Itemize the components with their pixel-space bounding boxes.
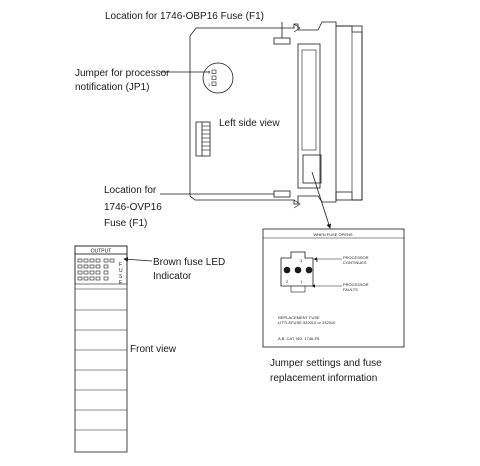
- ovp16-label-line2: 1746-OVP16: [104, 202, 162, 213]
- fuse-f1-top: [273, 37, 291, 45]
- fuse-obp16-label: Location for 1746-OBP16 Fuse (F1): [105, 11, 264, 22]
- pin-3-label: 3: [300, 258, 303, 263]
- led-indicator-grid: [77, 258, 115, 281]
- left-side-view-label: Left side view: [219, 118, 280, 129]
- faults-line1: PROCESSOR: [343, 282, 369, 287]
- ovp16-label-line3: Fuse (F1): [104, 218, 147, 229]
- top-latch-icon: [293, 23, 301, 33]
- pin-1-label: 1: [300, 279, 303, 284]
- jp1-pin-1: 1: [208, 82, 211, 87]
- ovp16-label-line1: Location for: [104, 185, 157, 196]
- fuse-letter-s: S: [119, 274, 123, 280]
- label-window: [302, 154, 322, 184]
- front-view-label: Front view: [130, 344, 177, 355]
- jumper-info-panel: WHEN FUSE OPENS 3 2 2 1 PROCESSOR CONTIN…: [262, 228, 405, 348]
- led-label-line1: Brown fuse LED: [153, 257, 225, 268]
- faults-line2: FAULTS: [343, 287, 358, 292]
- fuse-letter-e: E: [119, 280, 123, 286]
- left-side-view-module: 3 1: [189, 21, 363, 209]
- fuse-letter-u: U: [119, 268, 123, 274]
- jumper-settings-line2: replacement information: [270, 373, 377, 384]
- led-leader: [123, 256, 153, 262]
- led-label-line2: Indicator: [153, 271, 192, 282]
- front-view-module: OUTPUT F U S E: [74, 245, 128, 453]
- replacement-line2: LITTLEFUSE 322010 or 332010: [278, 320, 336, 325]
- catalog-number: A.B. CAT. NO. 1746-F9: [278, 336, 320, 341]
- jumper-label-line2: notification (JP1): [75, 82, 149, 93]
- continues-line2: CONTINUES: [343, 260, 367, 265]
- front-panel-header: OUTPUT: [91, 249, 112, 255]
- continues-line1: PROCESSOR: [343, 255, 369, 260]
- jumper-label-line1: Jumper for processor: [75, 68, 170, 79]
- replacement-line1: REPLACEMENT FUSE: [278, 315, 320, 320]
- jumper-settings-line1: Jumper settings and fuse: [270, 358, 382, 369]
- jumper-diagram: 3 2 2 1: [280, 251, 319, 293]
- info-title: WHEN FUSE OPENS: [313, 232, 352, 237]
- pin-2-top-label: 2: [316, 258, 319, 263]
- ribbon-connector: [195, 121, 211, 157]
- jumper-jp1: 3 1: [202, 62, 234, 94]
- label-window-arrow: [311, 171, 332, 229]
- bottom-latch-icon: [293, 199, 301, 209]
- fuse-f1-bottom: [273, 190, 291, 198]
- fuse-letter-f: F: [119, 262, 122, 268]
- pin-2-bottom-label: 2: [286, 279, 289, 284]
